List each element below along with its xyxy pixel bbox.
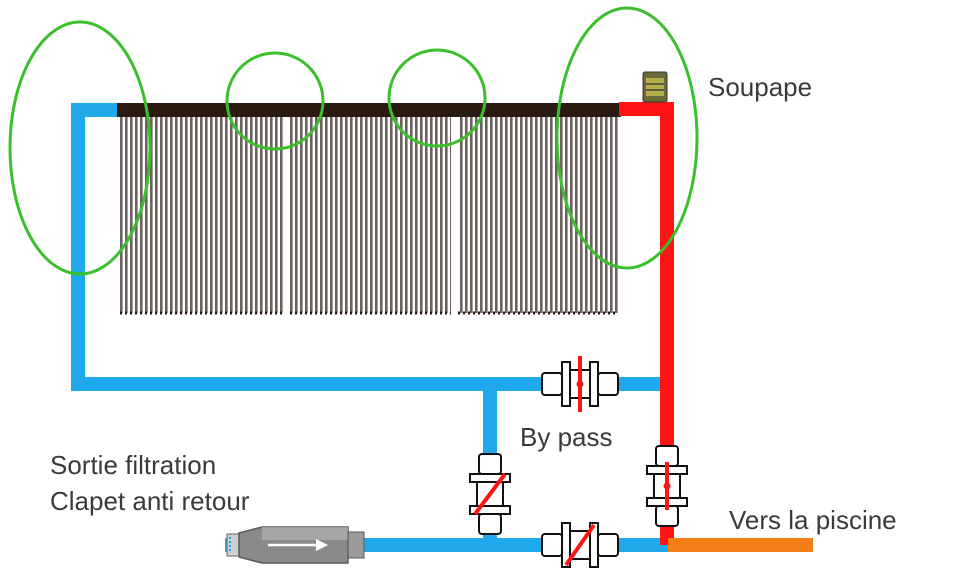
check-valve-label: Clapet anti retour [50, 486, 250, 516]
collector-panel-1 [120, 117, 283, 313]
bypass-label: By pass [520, 422, 613, 452]
filtration-output-label: Sortie filtration [50, 450, 217, 480]
check-valve-icon [226, 526, 365, 564]
solar-collectors [117, 103, 621, 315]
collector-header-2 [287, 103, 455, 117]
highlight-circle-outlet [555, 6, 699, 270]
collector-panel-3 [458, 117, 618, 313]
highlight-circles [8, 6, 699, 276]
collector-header-1 [117, 103, 287, 117]
highlight-circle-joint-2 [387, 48, 487, 148]
collector-header-3 [455, 103, 621, 117]
highlight-circle-inlet [8, 20, 152, 276]
pressure-relief-valve-icon [642, 71, 668, 103]
highlight-circle-joint-1 [225, 51, 325, 151]
to-pool-label: Vers la piscine [729, 505, 897, 535]
bypass-branch-gate-valve-icon [469, 453, 511, 535]
hot-return-gate-valve-icon [646, 445, 688, 527]
inlet-gate-valve-icon [541, 522, 619, 568]
collector-panel-2 [290, 117, 451, 313]
valve-label: Soupape [708, 72, 813, 102]
bypass-gate-valve-icon [541, 356, 619, 412]
